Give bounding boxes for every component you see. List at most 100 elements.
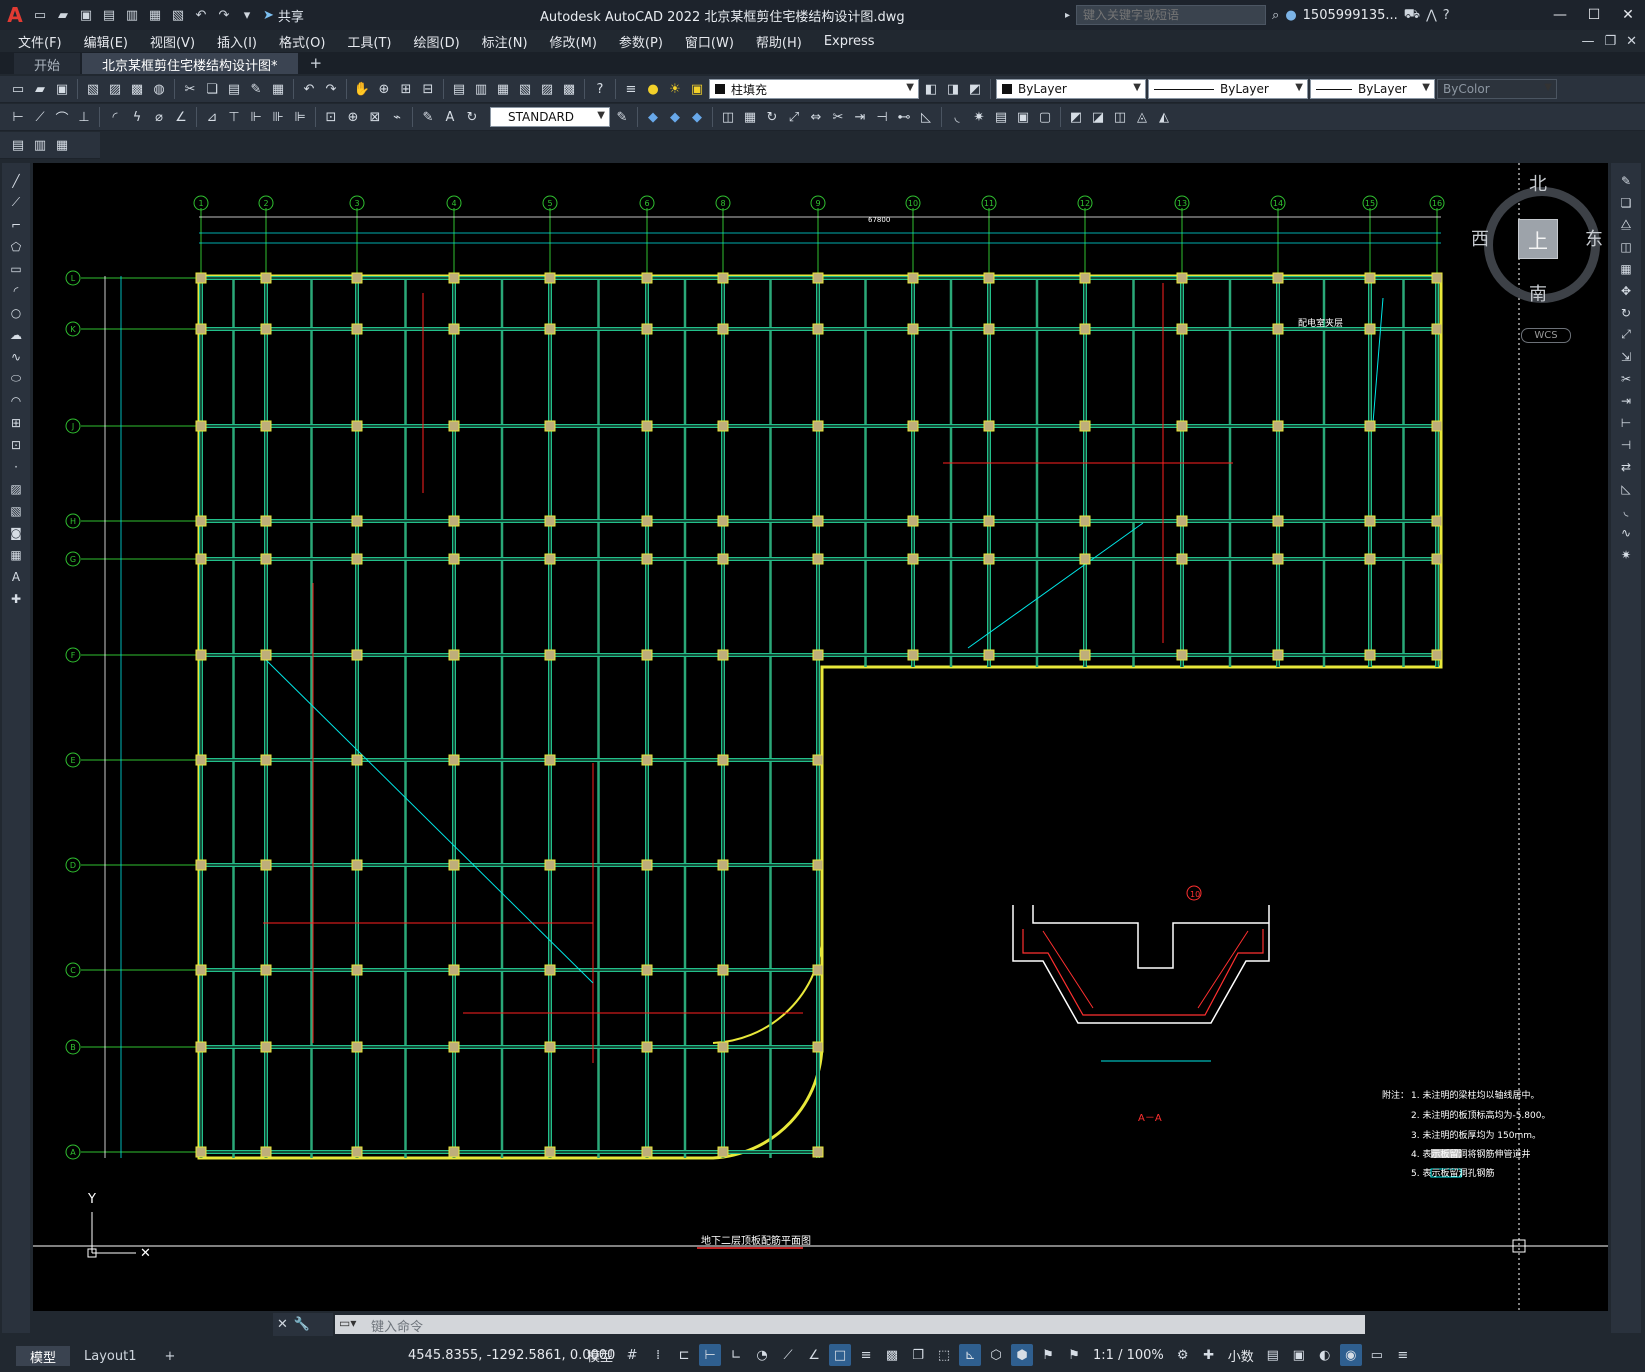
minimize-icon[interactable]: — <box>1553 7 1567 23</box>
paste-icon[interactable]: ▤ <box>227 81 241 97</box>
new-tab-icon[interactable]: + <box>309 54 323 72</box>
make-block-icon[interactable]: ⊡ <box>10 437 22 452</box>
annotation-monitor-icon[interactable]: ✚ <box>1203 1347 1215 1363</box>
infer-constraints-icon[interactable]: ⊏ <box>678 1347 690 1363</box>
new-icon[interactable]: ▭ <box>11 81 25 97</box>
linear-dim-icon[interactable]: ⊢ <box>12 109 24 125</box>
fillet-icon[interactable]: ◟ <box>1623 503 1629 518</box>
polyline-icon[interactable]: ⌐ <box>10 217 22 232</box>
scale-icon[interactable]: ⤢ <box>1621 327 1631 341</box>
block-editor-icon[interactable]: ▦ <box>271 81 285 97</box>
isodraft-icon[interactable]: ⟋ <box>783 1347 793 1363</box>
group-icon[interactable]: ▣ <box>1016 109 1030 125</box>
copy-icon[interactable]: ❏ <box>206 81 218 97</box>
save-as-icon[interactable]: ▤ <box>102 7 116 23</box>
modify-fillet-icon[interactable]: ◟ <box>954 109 960 125</box>
ellipse-arc-icon[interactable]: ◠ <box>10 393 22 408</box>
lock-ui-icon[interactable]: ▣ <box>1292 1347 1305 1363</box>
circle-icon[interactable]: ○ <box>10 305 22 320</box>
user-icon[interactable]: ● <box>1285 7 1297 23</box>
modify-explode-icon[interactable]: ✷ <box>973 109 985 125</box>
copy-icon[interactable]: ❏ <box>1620 195 1632 210</box>
command-prompt-icon[interactable]: ▭▾ <box>339 1316 357 1330</box>
object-snap-icon[interactable]: □ <box>829 1344 852 1366</box>
menu-view[interactable]: 视图(V) <box>149 35 196 51</box>
3d-osnap-icon[interactable]: ⬚ <box>937 1347 951 1363</box>
dimstyle-dropdown[interactable]: STANDARD ▼ <box>490 107 610 127</box>
tab-layout1[interactable]: Layout1 <box>84 1348 137 1364</box>
coordinate-readout[interactable]: 4545.8355, -1292.5861, 0.0000 <box>408 1348 616 1363</box>
layer-previous-icon[interactable]: ◨ <box>946 81 960 97</box>
color-dropdown[interactable]: ByLayer ▼ <box>996 79 1146 99</box>
menu-file[interactable]: 文件(F) <box>18 35 62 51</box>
maximize-icon[interactable]: ☐ <box>1587 7 1601 23</box>
plot-preview-icon[interactable]: ▨ <box>108 81 122 97</box>
modify-rotate-icon[interactable]: ↻ <box>766 109 778 125</box>
aligned-dim-icon[interactable]: ⟋ <box>35 109 45 125</box>
snap-icon[interactable]: ⁞ <box>655 1347 661 1363</box>
customize-icon[interactable]: 🔧 <box>293 1317 311 1332</box>
trim-icon[interactable]: ✂ <box>1620 371 1632 386</box>
construction-line-icon[interactable]: ⟋ <box>11 195 21 209</box>
space-icon[interactable]: ⊪ <box>272 109 284 125</box>
properties-icon[interactable]: ▤ <box>452 81 466 97</box>
line-icon[interactable]: ╱ <box>12 173 20 188</box>
polygon-icon[interactable]: ⬠ <box>10 239 22 254</box>
autocad-logo-icon[interactable]: A <box>7 3 23 27</box>
attribute-icon[interactable]: ▥ <box>33 137 47 153</box>
modify-chamfer-icon[interactable]: ◺ <box>921 109 931 125</box>
tolerance-icon[interactable]: ⊡ <box>325 109 337 125</box>
help-icon[interactable]: ? <box>596 81 604 97</box>
add-selected-icon[interactable]: ✚ <box>10 591 22 606</box>
revcloud-icon[interactable]: ☁ <box>10 327 22 342</box>
add-layout-icon[interactable]: + <box>164 1348 176 1364</box>
array-icon[interactable]: ▦ <box>1620 261 1632 276</box>
pan-icon[interactable]: ✋ <box>353 81 371 97</box>
erase-icon[interactable]: ◩ <box>1069 109 1083 125</box>
quickcalc-icon[interactable]: ▩ <box>562 81 576 97</box>
move-icon[interactable]: ✥ <box>1620 283 1632 298</box>
layer-current-icon[interactable]: ◧ <box>924 81 938 97</box>
extend-icon[interactable]: ⇥ <box>1620 393 1632 408</box>
baseline-icon[interactable]: ⊤ <box>228 109 240 125</box>
mirror-icon[interactable]: ⧋ <box>1620 217 1632 231</box>
qat-dropdown-icon[interactable]: ▾ <box>243 7 251 23</box>
layer-state-icon[interactable]: ◩ <box>968 81 982 97</box>
inspection-icon[interactable]: ⊠ <box>369 109 381 125</box>
break-icon[interactable]: ⊫ <box>294 109 306 125</box>
graphics-performance-icon[interactable]: ◉ <box>1339 1344 1362 1366</box>
annotation-visibility-icon[interactable]: ⚑ <box>1042 1347 1054 1363</box>
continue-icon[interactable]: ⊩ <box>250 109 262 125</box>
table-icon[interactable]: ▦ <box>10 547 22 562</box>
zoom-previous-icon[interactable]: ⊟ <box>422 81 434 97</box>
break-icon[interactable]: ⊣ <box>1620 437 1632 452</box>
menu-modify[interactable]: 修改(M) <box>549 35 597 51</box>
blend-icon[interactable]: ∿ <box>1620 525 1632 540</box>
dim-text-edit-icon[interactable]: A <box>445 109 455 125</box>
web-open-icon[interactable]: ▥ <box>125 7 139 23</box>
menu-insert[interactable]: 插入(I) <box>217 35 258 51</box>
menu-window[interactable]: 窗口(W) <box>684 35 734 51</box>
layer-lock-icon[interactable]: ▣ <box>690 81 704 97</box>
chamfer-icon[interactable]: ◺ <box>1621 481 1631 496</box>
offset-icon[interactable]: ◫ <box>1620 239 1632 254</box>
redo-icon[interactable]: ↷ <box>218 7 230 23</box>
zoom-window-icon[interactable]: ⊞ <box>400 81 412 97</box>
command-input[interactable]: ▭▾ 键入命令 <box>335 1315 1365 1335</box>
annotation-scale[interactable]: 1:1 / 100% <box>1093 1347 1164 1363</box>
jog-line-icon[interactable]: ⌁ <box>393 109 401 125</box>
tool-palettes-icon[interactable]: ▦ <box>496 81 510 97</box>
search-expand-icon[interactable]: ▸ <box>1065 9 1071 21</box>
layer-on-icon[interactable]: ● <box>647 81 659 97</box>
erase-icon[interactable]: ✎ <box>1620 173 1632 188</box>
modify-copy-icon[interactable]: ◆ <box>670 109 680 125</box>
redo-icon[interactable]: ↷ <box>325 81 337 97</box>
modify-move-icon[interactable]: ◆ <box>648 109 658 125</box>
workspace-gear-icon[interactable]: ⚙ <box>1176 1347 1189 1363</box>
save-icon[interactable]: ▣ <box>79 7 93 23</box>
tab-drawing[interactable]: 北京某框剪住宅楼结构设计图* <box>82 53 298 74</box>
mtext-icon[interactable]: A <box>11 569 21 584</box>
viewcube-compass-ring[interactable] <box>1484 187 1600 303</box>
join-icon[interactable]: ⇄ <box>1620 459 1632 474</box>
search-icon[interactable]: ⌕ <box>1272 7 1280 23</box>
